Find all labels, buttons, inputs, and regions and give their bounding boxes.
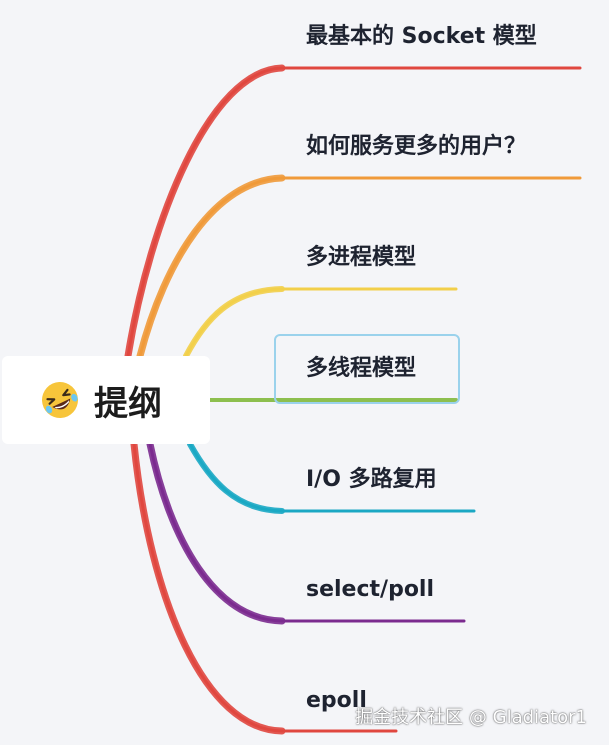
topic-io-multiplexing[interactable]: I/O 多路复用: [306, 467, 437, 492]
topic-multi-process[interactable]: 多进程模型: [306, 245, 417, 270]
topic-multi-thread[interactable]: 多线程模型: [306, 356, 417, 381]
topic-epoll[interactable]: epoll: [306, 688, 367, 713]
selection-highlight: [274, 334, 460, 404]
topic-socket-model[interactable]: 最基本的 Socket 模型: [306, 24, 537, 49]
topic-select-poll[interactable]: select/poll: [306, 577, 435, 602]
root-node[interactable]: 提纲: [2, 356, 210, 444]
rolling-laughing-emoji-icon: [42, 382, 78, 418]
topic-serve-more-users[interactable]: 如何服务更多的用户？: [306, 134, 527, 159]
branch-line-socket: [126, 66, 582, 358]
watermark: 掘金技术社区 @ Gladiator1: [355, 707, 587, 728]
root-label: 提纲: [94, 383, 162, 424]
